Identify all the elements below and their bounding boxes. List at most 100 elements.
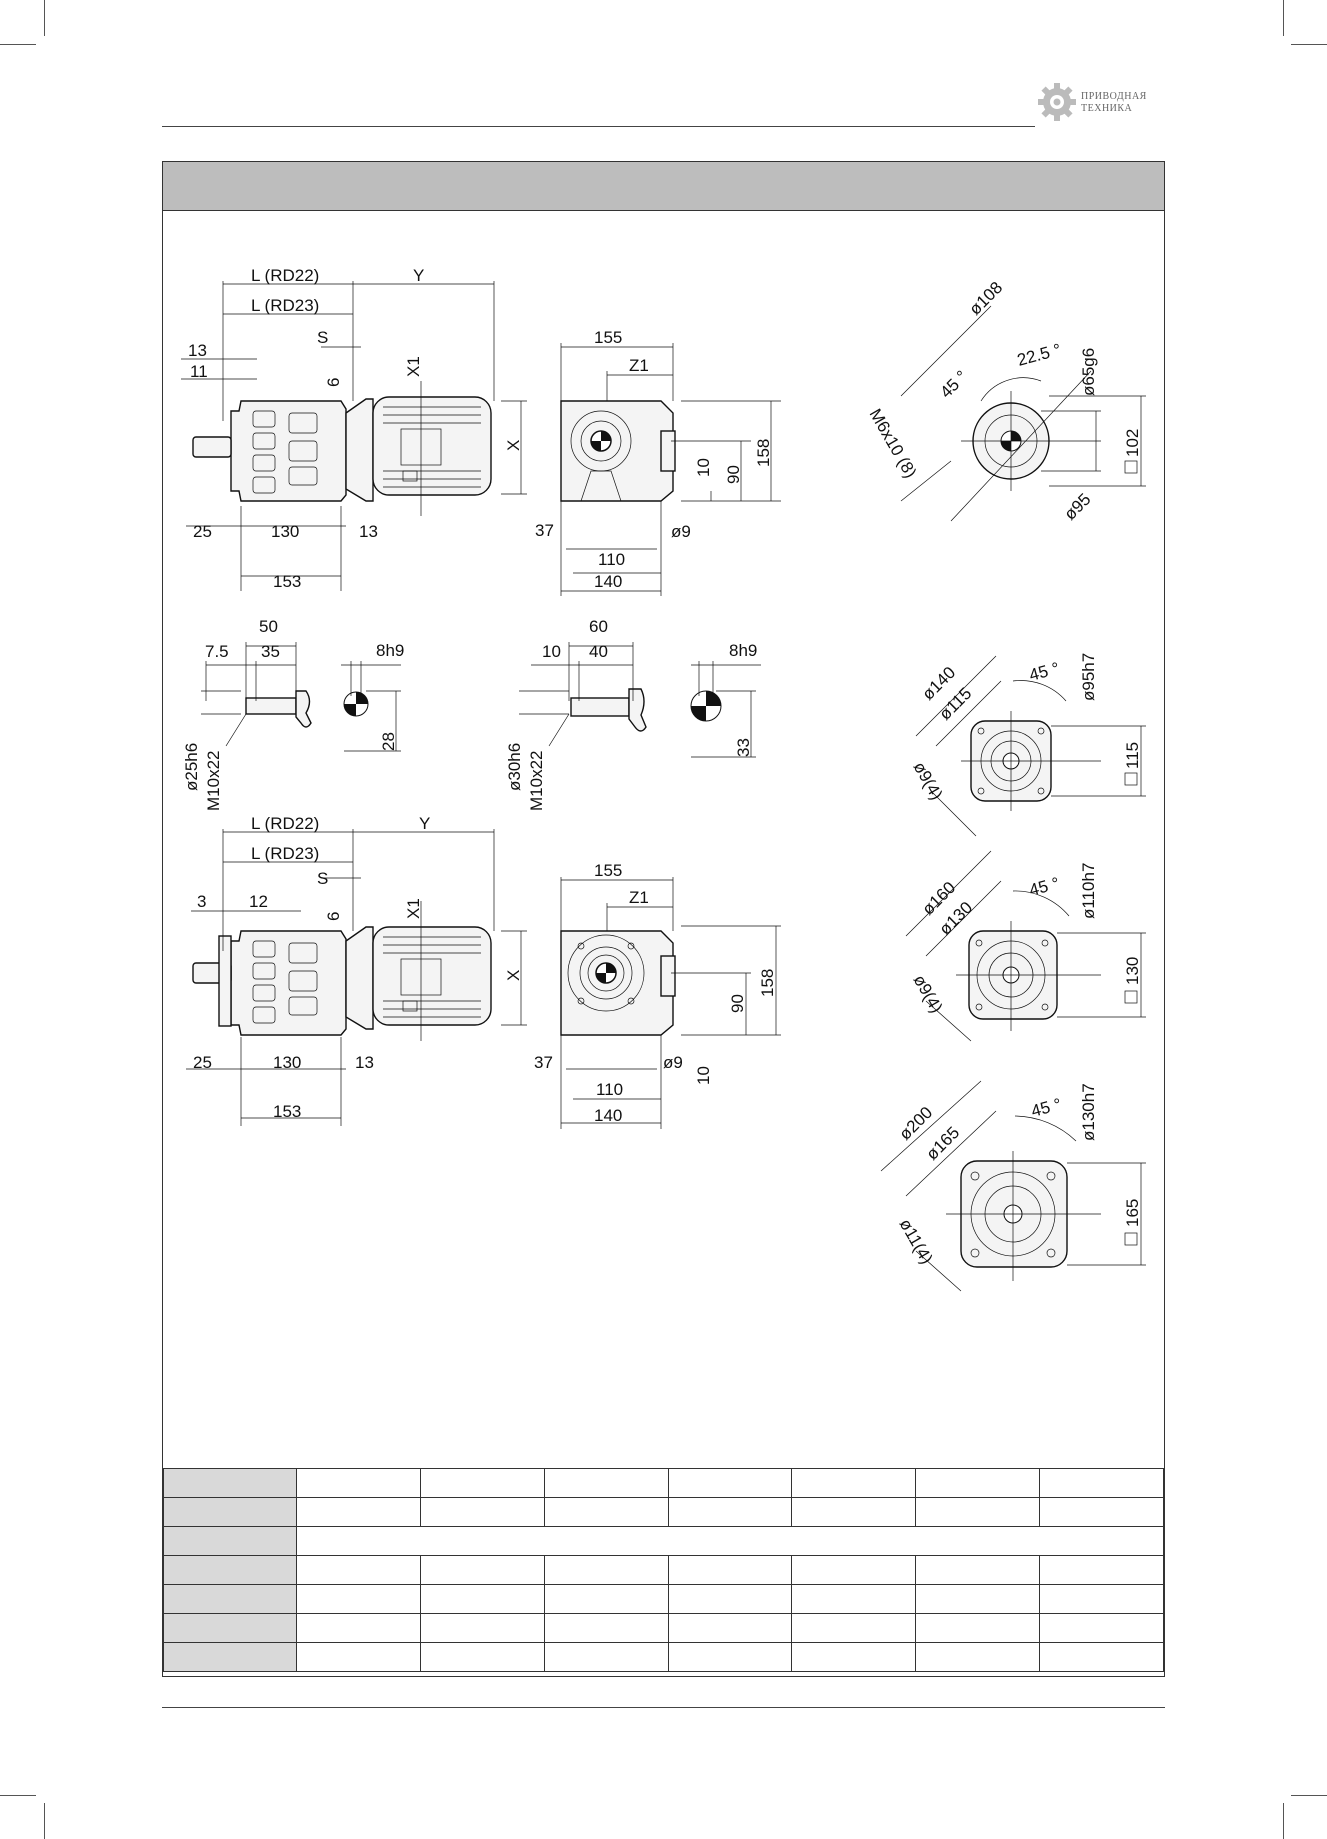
dim-10-b: 10 [694, 1066, 713, 1085]
dim-f3-45: 45 ° [1027, 874, 1061, 900]
header-rule [162, 126, 1035, 127]
dim-f4-sq: 165 [1123, 1199, 1142, 1227]
flange-detail-3: ø160 ø130 45 ° ø110h7 ø9(4) 130 [905, 850, 1146, 1042]
dim-13: 13 [188, 341, 207, 360]
dim-11: 11 [190, 362, 208, 381]
dim-25: 25 [193, 522, 212, 541]
dim-6: 6 [324, 378, 343, 387]
dim-y: Y [413, 266, 424, 285]
flange-detail-1: ø108 22.5 ° 45 ° ø65g6 M6x10 (8) 102 ø95 [866, 278, 1146, 524]
dim-153-b: 153 [273, 1102, 301, 1121]
dimension-drawing: L (RD22) Y L (RD23) S 13 11 6 X1 X 25 13… [181, 266, 1146, 1292]
dim-x1: X1 [404, 356, 423, 377]
flange-detail-2: ø140 ø115 45 ° ø95h7 ø9(4) 115 [910, 653, 1146, 837]
dim-13-b: 13 [355, 1053, 374, 1072]
dim-f2-9: ø9(4) [910, 759, 947, 804]
dim-f1-45: 45 ° [936, 367, 971, 402]
crop-mark [0, 44, 36, 45]
crop-mark [1291, 44, 1327, 45]
dim-90: 90 [724, 465, 743, 484]
dim-130: 130 [271, 522, 299, 541]
crop-mark [44, 0, 45, 36]
shaft-detail-left: 50 7.5 35 ø25h6 M10x22 [182, 617, 312, 811]
dim-33: 33 [734, 738, 753, 757]
dim-f1-102: 102 [1123, 429, 1142, 457]
dim-f3-9: ø9(4) [910, 972, 947, 1017]
crop-mark [44, 1803, 45, 1839]
company-logo: ПРИВОДНАЯ ТЕХНИКА [1037, 82, 1167, 122]
dim-110: 110 [598, 550, 625, 569]
dim-f4-165: ø165 [922, 1123, 963, 1164]
crop-mark [1291, 1795, 1327, 1796]
dim-f4-11: ø11(4) [896, 1216, 937, 1268]
dim-13b: 13 [359, 522, 378, 541]
dim-35: 35 [261, 642, 280, 661]
dim-40: 40 [589, 642, 608, 661]
key-detail-left: 8h9 28 [341, 641, 404, 752]
dim-130-b: 130 [273, 1053, 301, 1072]
dim-12: 12 [249, 892, 268, 911]
table-row [163, 1584, 1164, 1614]
logo-line-1: ПРИВОДНАЯ [1081, 91, 1147, 102]
dim-x1-b: X1 [404, 898, 423, 919]
table-row [163, 1526, 1164, 1556]
side-view-top: L (RD22) Y L (RD23) S 13 11 6 X1 X 25 13… [181, 266, 527, 591]
datasheet-frame: L (RD22) Y L (RD23) S 13 11 6 X1 X 25 13… [162, 161, 1165, 1677]
shaft-detail-right: 60 10 40 ø30h6 M10x22 [505, 617, 647, 811]
dim-l-rd22-b: L (RD22) [251, 814, 319, 833]
dim-f2-95h7: ø95h7 [1079, 653, 1098, 701]
logo-line-2: ТЕХНИКА [1081, 103, 1133, 114]
dim-f4-130h7: ø130h7 [1079, 1083, 1098, 1141]
dim-f4-200: ø200 [895, 1103, 936, 1144]
dim-110-b: 110 [596, 1080, 623, 1099]
dim-f1-225: 22.5 ° [1015, 340, 1063, 370]
header-band [163, 162, 1164, 211]
dim-28: 28 [379, 732, 398, 751]
dim-f2-45: 45 ° [1027, 659, 1061, 685]
crop-mark [0, 1795, 36, 1796]
dim-l-rd23: L (RD23) [251, 296, 319, 315]
dim-6-b: 6 [324, 912, 343, 921]
dim-158: 158 [754, 439, 773, 467]
dim-155-b: 155 [594, 861, 622, 880]
dim-37: 37 [535, 521, 554, 540]
dim-f4-45: 45 ° [1029, 1095, 1063, 1121]
dim-f3-sq: 130 [1123, 957, 1142, 985]
dim-l-rd23-b: L (RD23) [251, 844, 319, 863]
crop-mark [1283, 1803, 1284, 1839]
crop-mark [1283, 0, 1284, 36]
dim-m10-right: M10x22 [527, 751, 546, 811]
table-row [163, 1642, 1164, 1672]
dim-8h9-right: 8h9 [729, 641, 757, 660]
dim-f2-sq: 115 [1123, 742, 1142, 769]
dim-3: 3 [197, 892, 206, 911]
dim-25-b: 25 [193, 1053, 212, 1072]
gear-icon [1038, 83, 1076, 121]
dim-8h9-left: 8h9 [376, 641, 404, 660]
dim-phi9: ø9 [671, 522, 691, 541]
dim-phi9-b: ø9 [663, 1053, 683, 1072]
dim-s-b: S [317, 869, 328, 888]
dim-m10-left: M10x22 [204, 751, 223, 811]
table-row [163, 1468, 1164, 1498]
dim-f1-m6: M6x10 (8) [866, 406, 921, 482]
dim-z1-b: Z1 [629, 888, 649, 907]
dim-f1-95: ø95 [1060, 490, 1094, 524]
dim-90-b: 90 [728, 994, 747, 1013]
dim-f1-65: ø65g6 [1079, 348, 1098, 396]
dim-140-b: 140 [594, 1106, 622, 1125]
dim-z1: Z1 [629, 356, 649, 375]
dim-f3-110h7: ø110h7 [1079, 863, 1098, 919]
dim-y-b: Y [419, 814, 430, 833]
front-view-bottom: 155 Z1 158 90 37 ø9 10 110 140 [534, 861, 781, 1129]
front-view-top: 155 Z1 158 90 10 37 ø9 110 140 [535, 328, 781, 596]
dim-155: 155 [594, 328, 622, 347]
dim-25h6: ø25h6 [182, 743, 201, 791]
dim-l-rd22: L (RD22) [251, 266, 319, 285]
dim-60: 60 [589, 617, 608, 636]
dim-37-b: 37 [534, 1053, 553, 1072]
dim-s: S [317, 328, 328, 347]
dim-10: 10 [694, 458, 713, 477]
key-detail-right: 8h9 33 [690, 641, 761, 758]
table-row [163, 1613, 1164, 1643]
